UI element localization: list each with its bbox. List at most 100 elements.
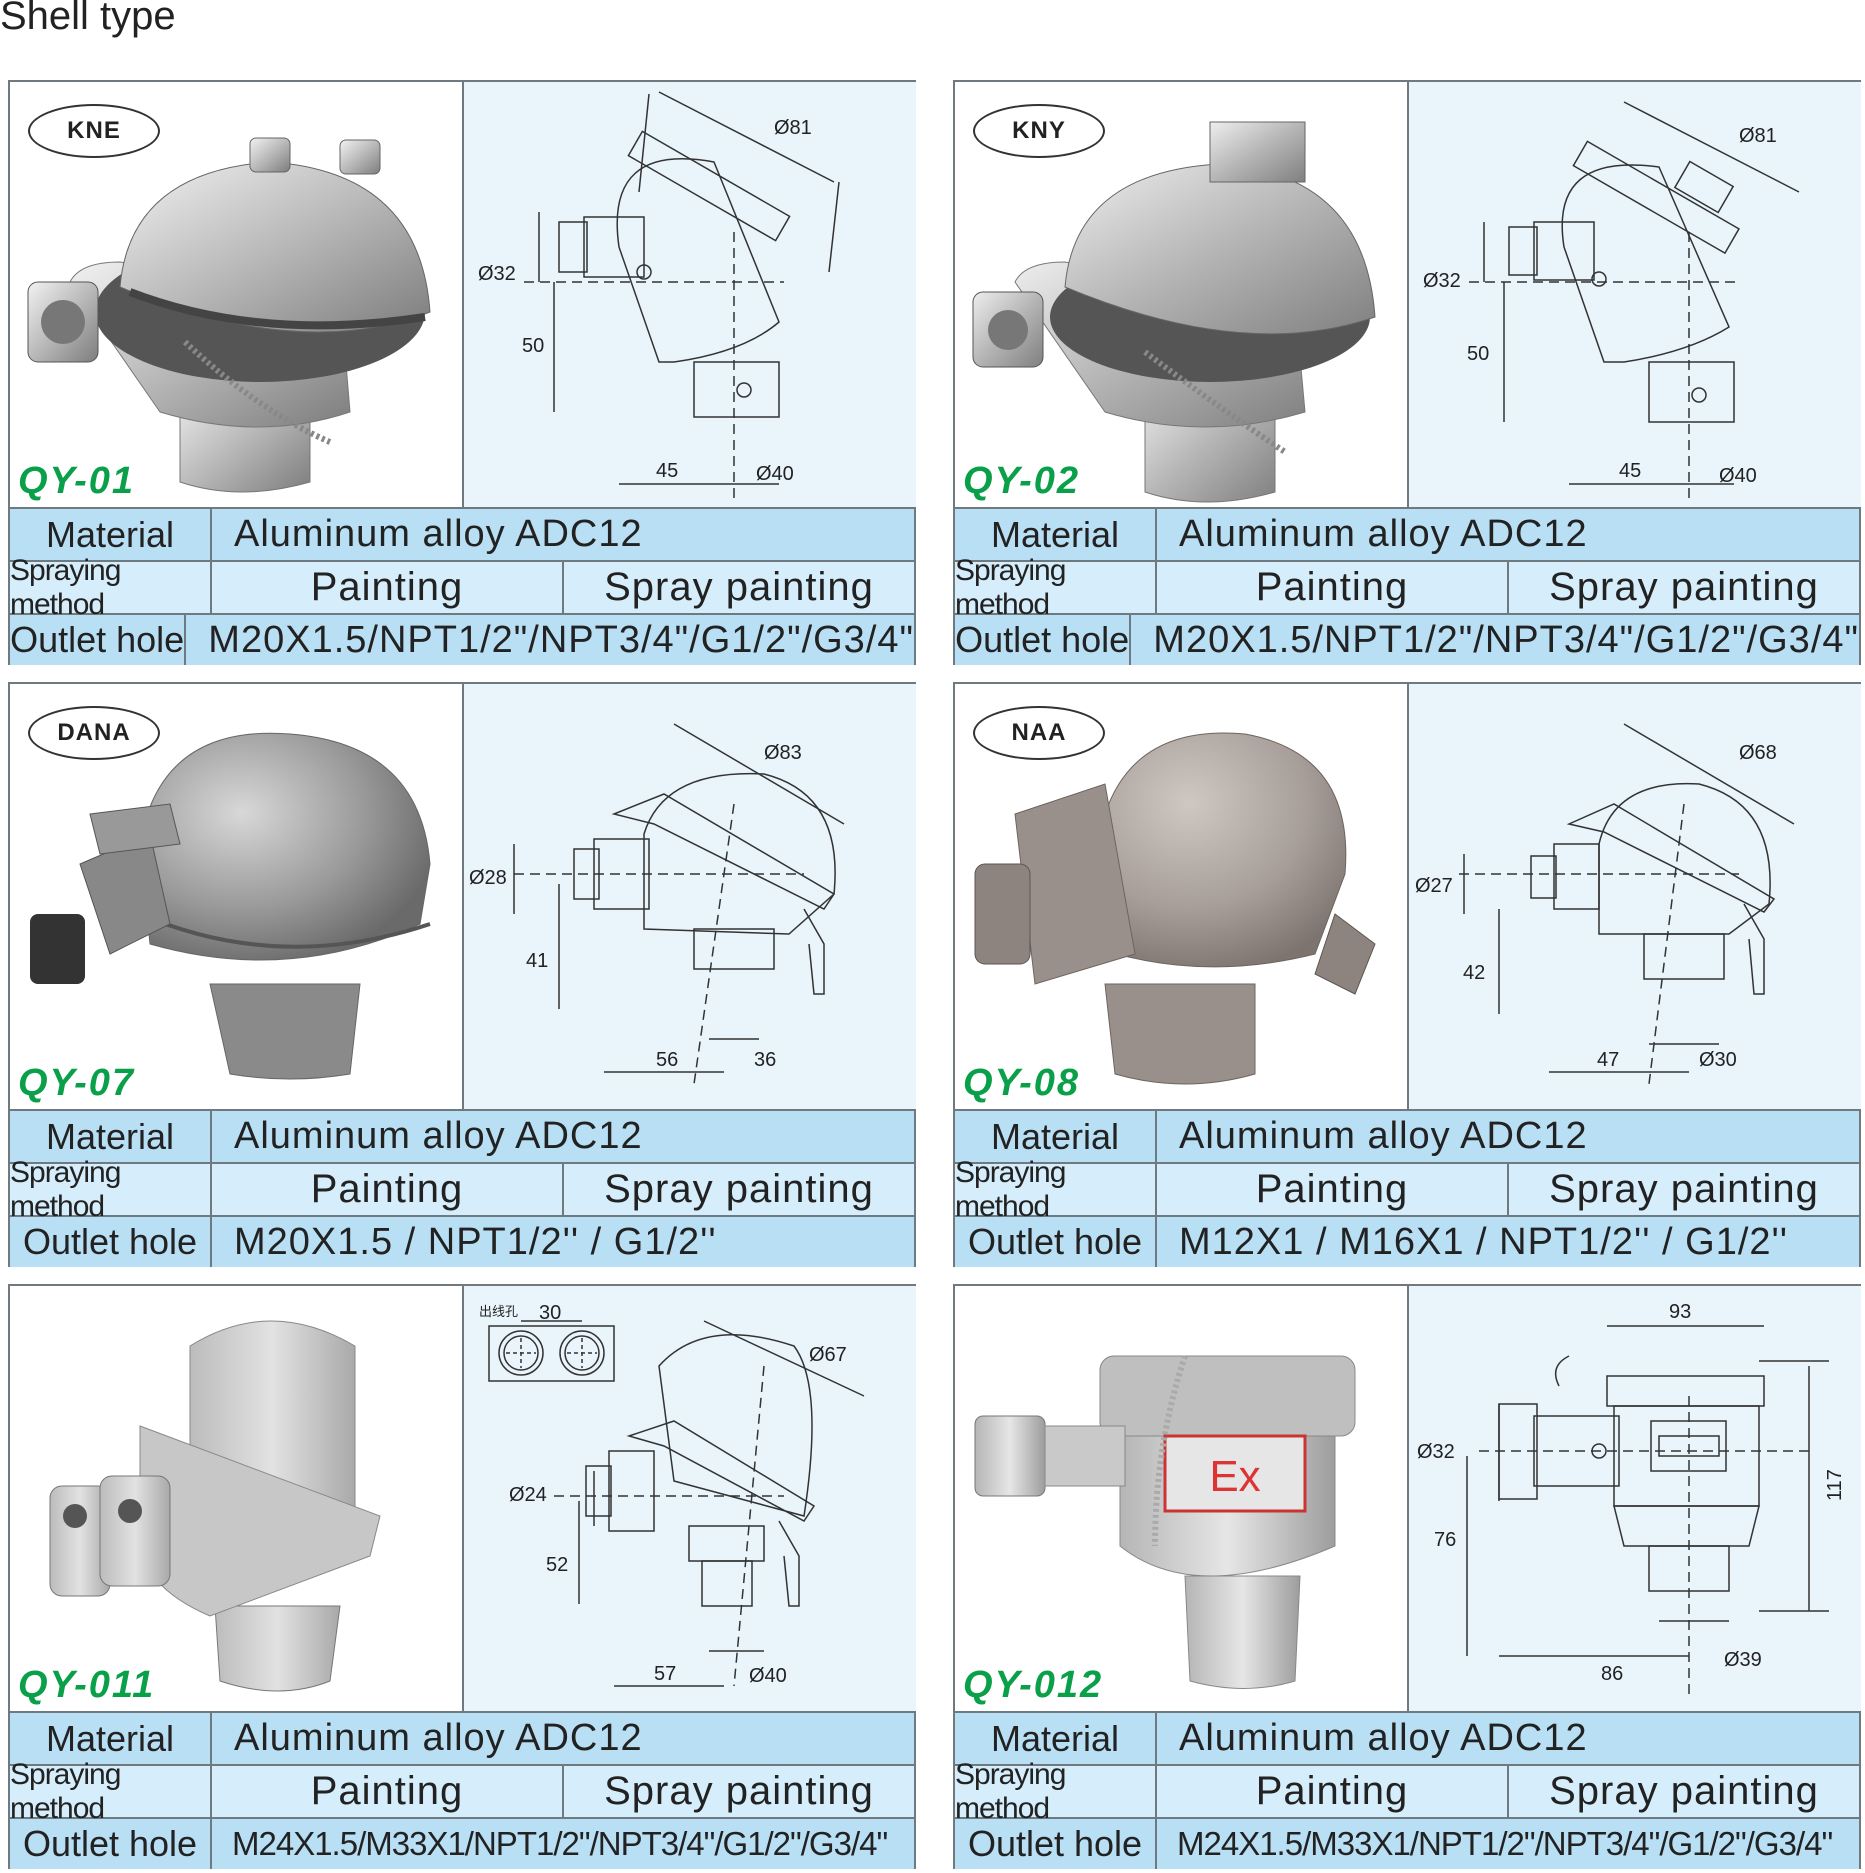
ex-mark: Ex xyxy=(1209,1452,1260,1501)
dim-label: Ø32 xyxy=(1423,270,1461,292)
spraying-label: Spraying method xyxy=(10,1156,212,1223)
product-card-qy-011: QY-011 出线孔 30 Ø67 Ø24 52 57 xyxy=(8,1284,916,1869)
product-code: QY-08 xyxy=(963,1062,1081,1104)
dimension-drawing: Ø83 Ø28 41 56 36 xyxy=(462,684,916,1109)
dim-label: Ø27 xyxy=(1415,875,1453,897)
dim-label: 57 xyxy=(654,1663,676,1685)
dim-label: 36 xyxy=(754,1049,776,1071)
product-code: QY-011 xyxy=(18,1664,156,1706)
outlet-value: M20X1.5/NPT1/2"/NPT3/4"/G1/2"/G3/4" xyxy=(1153,618,1859,661)
outlet-label: Outlet hole xyxy=(10,1819,212,1869)
dim-label: 86 xyxy=(1601,1663,1623,1685)
spray-option: Painting xyxy=(310,565,464,609)
dimension-drawing: Ø81 Ø32 50 45 Ø40 xyxy=(1407,82,1861,507)
page-title: Shell type xyxy=(0,0,176,38)
spec-table: Material Aluminum alloy ADC12 Spraying me… xyxy=(10,1711,914,1869)
spray-option: Painting xyxy=(1255,1769,1409,1813)
spray-option: Painting xyxy=(310,1769,464,1813)
product-card-qy-02: KNY QY-02 Ø81 Ø32 50 45 Ø40 Material Alum… xyxy=(953,80,1861,665)
dimension-drawing: Ø81 Ø32 50 45 Ø40 xyxy=(462,82,916,507)
dim-label: Ø67 xyxy=(809,1344,847,1366)
dim-label: Ø40 xyxy=(749,1665,787,1687)
dim-label: 52 xyxy=(546,1554,568,1576)
material-value: Aluminum alloy ADC12 xyxy=(234,1717,643,1759)
dim-label: 41 xyxy=(526,950,548,972)
outlet-label: Outlet hole xyxy=(955,615,1132,665)
spray-option: Spray painting xyxy=(562,1164,914,1215)
outlet-value: M20X1.5 / NPT1/2'' / G1/2'' xyxy=(234,1220,717,1263)
material-label: Material xyxy=(955,1713,1157,1764)
outlet-value: M24X1.5/M33X1/NPT1/2"/NPT3/4"/G1/2"/G3/4… xyxy=(1177,1825,1833,1862)
dimension-drawing: 出线孔 30 Ø67 Ø24 52 57 Ø40 xyxy=(462,1286,916,1711)
product-photo: Ex QY-012 xyxy=(955,1286,1407,1711)
spraying-label: Spraying method xyxy=(955,1156,1157,1223)
dim-label: 93 xyxy=(1669,1301,1691,1323)
spec-table: Material Aluminum alloy ADC12 Spraying me… xyxy=(955,1711,1859,1869)
dim-label: 47 xyxy=(1597,1049,1619,1071)
dim-label: Ø81 xyxy=(1739,125,1777,147)
spray-option: Painting xyxy=(310,1167,464,1211)
dim-label: Ø68 xyxy=(1739,742,1777,764)
outlet-value: M20X1.5/NPT1/2"/NPT3/4"/G1/2"/G3/4" xyxy=(208,618,914,661)
product-photo: QY-011 xyxy=(10,1286,462,1711)
dimension-drawing: 93 Ø32 76 86 Ø39 117 xyxy=(1407,1286,1861,1711)
dim-label: Ø40 xyxy=(756,463,794,485)
dim-label: Ø24 xyxy=(509,1484,547,1506)
dim-label: 50 xyxy=(522,335,544,357)
material-value: Aluminum alloy ADC12 xyxy=(1179,513,1588,555)
product-code: QY-02 xyxy=(963,460,1081,502)
product-code: QY-01 xyxy=(18,460,136,502)
product-photo: DANA QY-07 xyxy=(10,684,462,1109)
spraying-label: Spraying method xyxy=(955,1758,1157,1825)
spray-option: Spray painting xyxy=(562,562,914,613)
material-label: Material xyxy=(10,1713,212,1764)
product-photo: NAA QY-08 xyxy=(955,684,1407,1109)
material-value: Aluminum alloy ADC12 xyxy=(1179,1717,1588,1759)
dim-label: Ø83 xyxy=(764,742,802,764)
dim-label: 76 xyxy=(1434,1529,1456,1551)
outlet-label: Outlet hole xyxy=(10,615,187,665)
spraying-label: Spraying method xyxy=(955,554,1157,621)
model-badge: NAA xyxy=(973,706,1105,760)
dim-label: 45 xyxy=(656,460,678,482)
dim-label: 30 xyxy=(539,1302,561,1324)
dim-label: Ø39 xyxy=(1724,1649,1762,1671)
outlet-value: M24X1.5/M33X1/NPT1/2"/NPT3/4"/G1/2"/G3/4… xyxy=(232,1825,888,1862)
product-code: QY-07 xyxy=(18,1062,136,1104)
dim-label: Ø30 xyxy=(1699,1049,1737,1071)
spray-option: Painting xyxy=(1255,565,1409,609)
dim-label: 117 xyxy=(1824,1469,1846,1501)
spec-table: Material Aluminum alloy ADC12 Spraying me… xyxy=(955,507,1859,665)
spray-option: Spray painting xyxy=(1507,1164,1859,1215)
product-card-qy-012: Ex QY-012 93 Ø32 76 86 Ø39 117 xyxy=(953,1284,1861,1869)
spraying-label: Spraying method xyxy=(10,1758,212,1825)
spray-option: Painting xyxy=(1255,1167,1409,1211)
dim-label: 42 xyxy=(1463,962,1485,984)
material-value: Aluminum alloy ADC12 xyxy=(234,1115,643,1157)
dimension-drawing: Ø68 Ø27 42 47 Ø30 xyxy=(1407,684,1861,1109)
dim-label: Ø81 xyxy=(774,117,812,139)
outlet-label: Outlet hole xyxy=(10,1217,212,1267)
spraying-label: Spraying method xyxy=(10,554,212,621)
model-badge: KNE xyxy=(28,104,160,158)
dim-label: Ø32 xyxy=(478,263,516,285)
dim-label: 45 xyxy=(1619,460,1641,482)
spray-option: Spray painting xyxy=(1507,562,1859,613)
product-code: QY-012 xyxy=(963,1664,1104,1706)
model-badge: DANA xyxy=(28,706,160,760)
dim-label: Ø32 xyxy=(1417,1441,1455,1463)
hole-label: 出线孔 xyxy=(479,1304,518,1319)
material-label: Material xyxy=(955,509,1157,560)
material-label: Material xyxy=(10,509,212,560)
dim-label: 56 xyxy=(656,1049,678,1071)
dim-label: Ø28 xyxy=(469,867,507,889)
product-photo: KNE QY-01 xyxy=(10,82,462,507)
material-label: Material xyxy=(955,1111,1157,1162)
model-badge: KNY xyxy=(973,104,1105,158)
dim-label: 50 xyxy=(1467,343,1489,365)
spray-option: Spray painting xyxy=(1507,1766,1859,1817)
